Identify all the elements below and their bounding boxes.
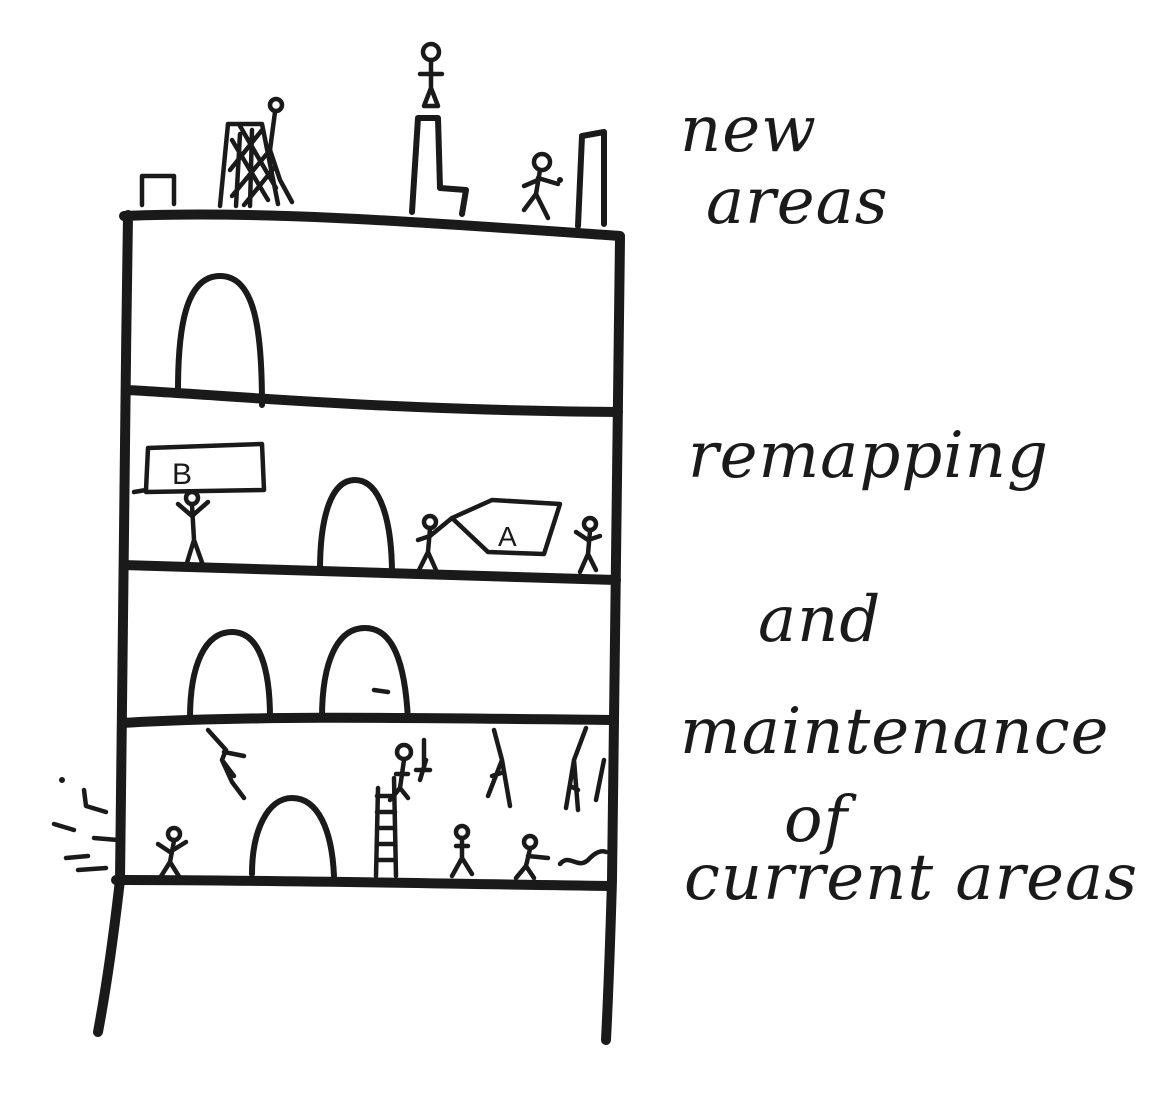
ceiling-hanging-figure-1 [205,727,247,801]
rooftop-tower [575,129,607,229]
ladder-climber-head [394,742,414,762]
rooftop-small-box [139,173,177,208]
rooftop-worker-head [267,96,285,114]
doorway-third-floor-left [187,629,273,721]
tower-worker-tool [557,177,563,183]
left-wall [93,210,133,1037]
annotation-and: and [758,583,882,657]
floor-line-1 [121,385,623,417]
sign-a-carrier-body [415,515,455,575]
doorway-second-floor [317,477,395,578]
floor-line-3 [117,712,619,728]
waving-figure-head [581,515,599,533]
sign-b-board [131,441,267,495]
rooftop-scaffold [217,121,281,209]
floor-line-2 [119,560,621,585]
pillar-figure-body [417,57,445,109]
sign-b-letter: B [172,458,192,491]
sign-a-carrier-head [421,513,439,531]
annotation-of: of [784,783,849,857]
cheering-worker-body [155,838,189,881]
doorway-ground-floor [249,795,337,879]
ladder [373,775,399,879]
scratch-mark [371,687,391,695]
waving-figure-body [573,528,603,575]
worker-sweeping-head [521,833,539,851]
impact-dot [59,777,65,783]
doorway-third-floor-right [319,625,411,723]
sign-a-board [449,497,563,557]
annotation-maintenance: maintenance [680,695,1110,769]
annotation-current-areas: current areas [684,841,1139,915]
sign-a-letter: A [498,521,517,552]
worker-right-head [453,823,471,841]
rooftop-worker-body [267,109,295,205]
cleaning-squiggle [557,849,609,867]
worker-sweeping-body [513,846,551,881]
roof-line [119,209,625,241]
ceiling-hanging-figure-3 [485,727,513,809]
impact-lines [51,787,121,873]
tower-worker-body [521,167,561,221]
ceiling-hanging-figure-4 [563,725,589,813]
tower-worker-head [531,151,553,173]
annotation-new-areas-line-2: areas [706,165,889,239]
right-wall [601,233,625,1045]
floor-line-4 [111,875,615,891]
worker-right-body [449,836,475,879]
annotation-new-areas-line-1: new [680,93,817,167]
ceiling-hanging-figure-5 [593,757,607,803]
annotation-remapping: remapping [688,419,1049,493]
rooftop-pillar [409,115,469,217]
sign-b-holder-body [175,499,211,571]
cheering-worker-head [165,825,183,843]
ladder-climber-body [387,757,411,803]
pillar-figure-head [420,41,442,63]
sign-b-holder-head [183,489,201,507]
ceiling-hanging-figure-2 [413,737,433,783]
doorway-top-floor [175,273,265,408]
